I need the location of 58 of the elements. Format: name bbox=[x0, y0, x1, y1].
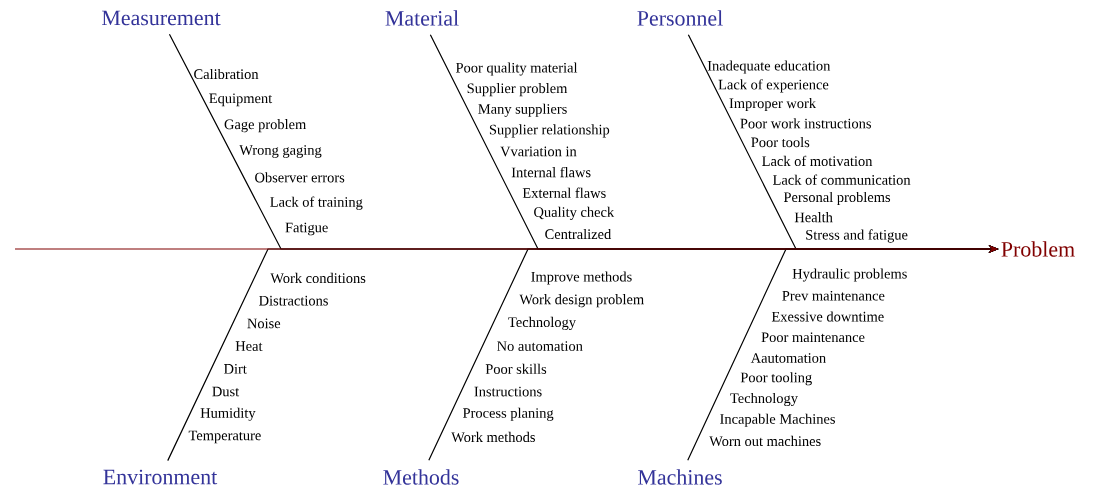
cause-label: Technology bbox=[730, 392, 798, 407]
cause-label: Dirt bbox=[224, 364, 247, 374]
cause-label: Work design problem bbox=[519, 294, 644, 308]
cause-label: Aautomation bbox=[750, 353, 826, 363]
cause-label: Improper work bbox=[729, 98, 817, 112]
category-label: Material bbox=[385, 10, 459, 26]
cause-label: Personal problems bbox=[783, 191, 891, 205]
cause-label: Noise bbox=[247, 318, 281, 329]
cause-label: Calibration bbox=[194, 68, 259, 80]
cause-label: Distractions bbox=[259, 295, 328, 306]
cause-label: Prev maintenance bbox=[782, 290, 885, 301]
category-label: Measurement bbox=[102, 10, 221, 26]
cause-label: Lack of training bbox=[270, 196, 363, 210]
cause-label: Poor tools bbox=[751, 137, 810, 148]
cause-label: Work conditions bbox=[270, 272, 366, 284]
cause-label: Poor maintenance bbox=[761, 332, 865, 343]
cause-label: Dust bbox=[212, 386, 240, 397]
cause-label: Poor work instructions bbox=[740, 118, 871, 129]
cause-label: Quality check bbox=[534, 206, 615, 220]
cause-label: No automation bbox=[497, 341, 583, 351]
cause-label: Instructions bbox=[474, 386, 542, 397]
cause-label: Worn out machines bbox=[709, 435, 821, 447]
cause-label: Lack of motivation bbox=[762, 155, 873, 167]
cause-label: Hydraulic problems bbox=[792, 268, 907, 282]
cause-label: Poor tooling bbox=[740, 372, 812, 386]
cause-label: Work methods bbox=[451, 431, 535, 443]
cause-label: Improve methods bbox=[531, 271, 632, 285]
cause-label: Equipment bbox=[209, 93, 273, 107]
cause-label: Centralized bbox=[545, 228, 612, 240]
problem-label: Problem bbox=[1001, 241, 1075, 257]
cause-label: Wrong gaging bbox=[239, 145, 322, 158]
cause-label: External flaws bbox=[522, 187, 606, 198]
cause-label: Humidity bbox=[200, 407, 256, 421]
cause-label: Internal flaws bbox=[511, 166, 591, 178]
cause-label: Many suppliers bbox=[478, 103, 567, 117]
cause-label: Technology bbox=[508, 316, 576, 330]
cause-label: Stress and fatigue bbox=[806, 229, 908, 243]
cause-label: Lack of communication bbox=[773, 174, 911, 185]
cause-label: Observer errors bbox=[255, 172, 345, 183]
cause-label: Supplier problem bbox=[467, 83, 568, 97]
cause-label: Process planing bbox=[463, 407, 554, 421]
category-label: Environment bbox=[103, 469, 218, 485]
cause-label: Lack of experience bbox=[718, 79, 829, 93]
cause-label: Incapable Machines bbox=[720, 413, 835, 427]
cause-label: Exessive downtime bbox=[771, 311, 884, 322]
category-label: Personnel bbox=[637, 10, 723, 26]
cause-label: Temperature bbox=[188, 430, 261, 444]
cause-label: Poor quality material bbox=[455, 62, 578, 76]
cause-label: Fatigue bbox=[285, 222, 328, 236]
cause-label: Inadequate education bbox=[707, 60, 831, 74]
category-label: Methods bbox=[383, 469, 459, 485]
cause-label: Gage problem bbox=[224, 119, 307, 133]
category-label: Machines bbox=[638, 469, 722, 485]
cause-label: Health bbox=[794, 212, 833, 223]
cause-label: Poor skills bbox=[485, 363, 547, 374]
cause-label: Supplier relationship bbox=[489, 124, 610, 138]
cause-label: Heat bbox=[235, 341, 263, 351]
cause-label: Vvariation in bbox=[500, 146, 577, 157]
